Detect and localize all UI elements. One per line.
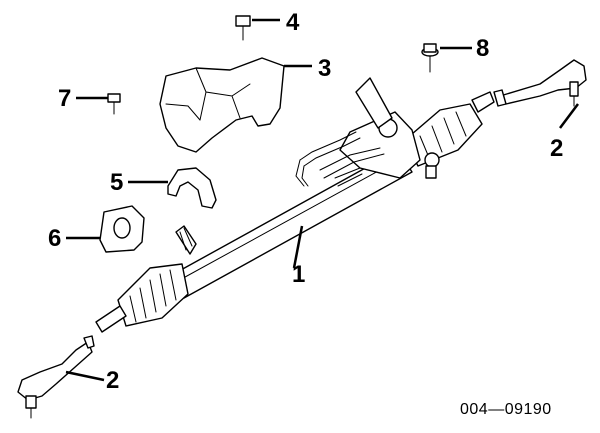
callout-3: 3 (318, 55, 331, 82)
callout-7: 7 (58, 85, 71, 112)
callout-2-right: 2 (550, 135, 563, 162)
diagram-reference-number: 004—09190 (460, 401, 552, 418)
callout-2-left: 2 (106, 367, 119, 394)
callout-8: 8 (476, 35, 489, 62)
rack-gear-assembly (95, 77, 495, 333)
bushing (99, 205, 145, 253)
tie-rod-end-left (17, 335, 95, 419)
leader-line-2-right (559, 103, 579, 129)
bolt-icon (421, 43, 439, 73)
heat-shield (159, 57, 285, 153)
bushing-clamp (167, 167, 217, 209)
leader-line-2-left (65, 370, 105, 382)
callout-4: 4 (286, 9, 300, 36)
bolt-icon (107, 93, 121, 115)
leader-line-1 (292, 225, 304, 269)
callout-1: 1 (292, 261, 305, 288)
callout-6: 6 (48, 225, 61, 252)
tie-rod-end-right (493, 59, 587, 107)
bolt-icon (235, 15, 251, 41)
callout-5: 5 (110, 169, 123, 196)
